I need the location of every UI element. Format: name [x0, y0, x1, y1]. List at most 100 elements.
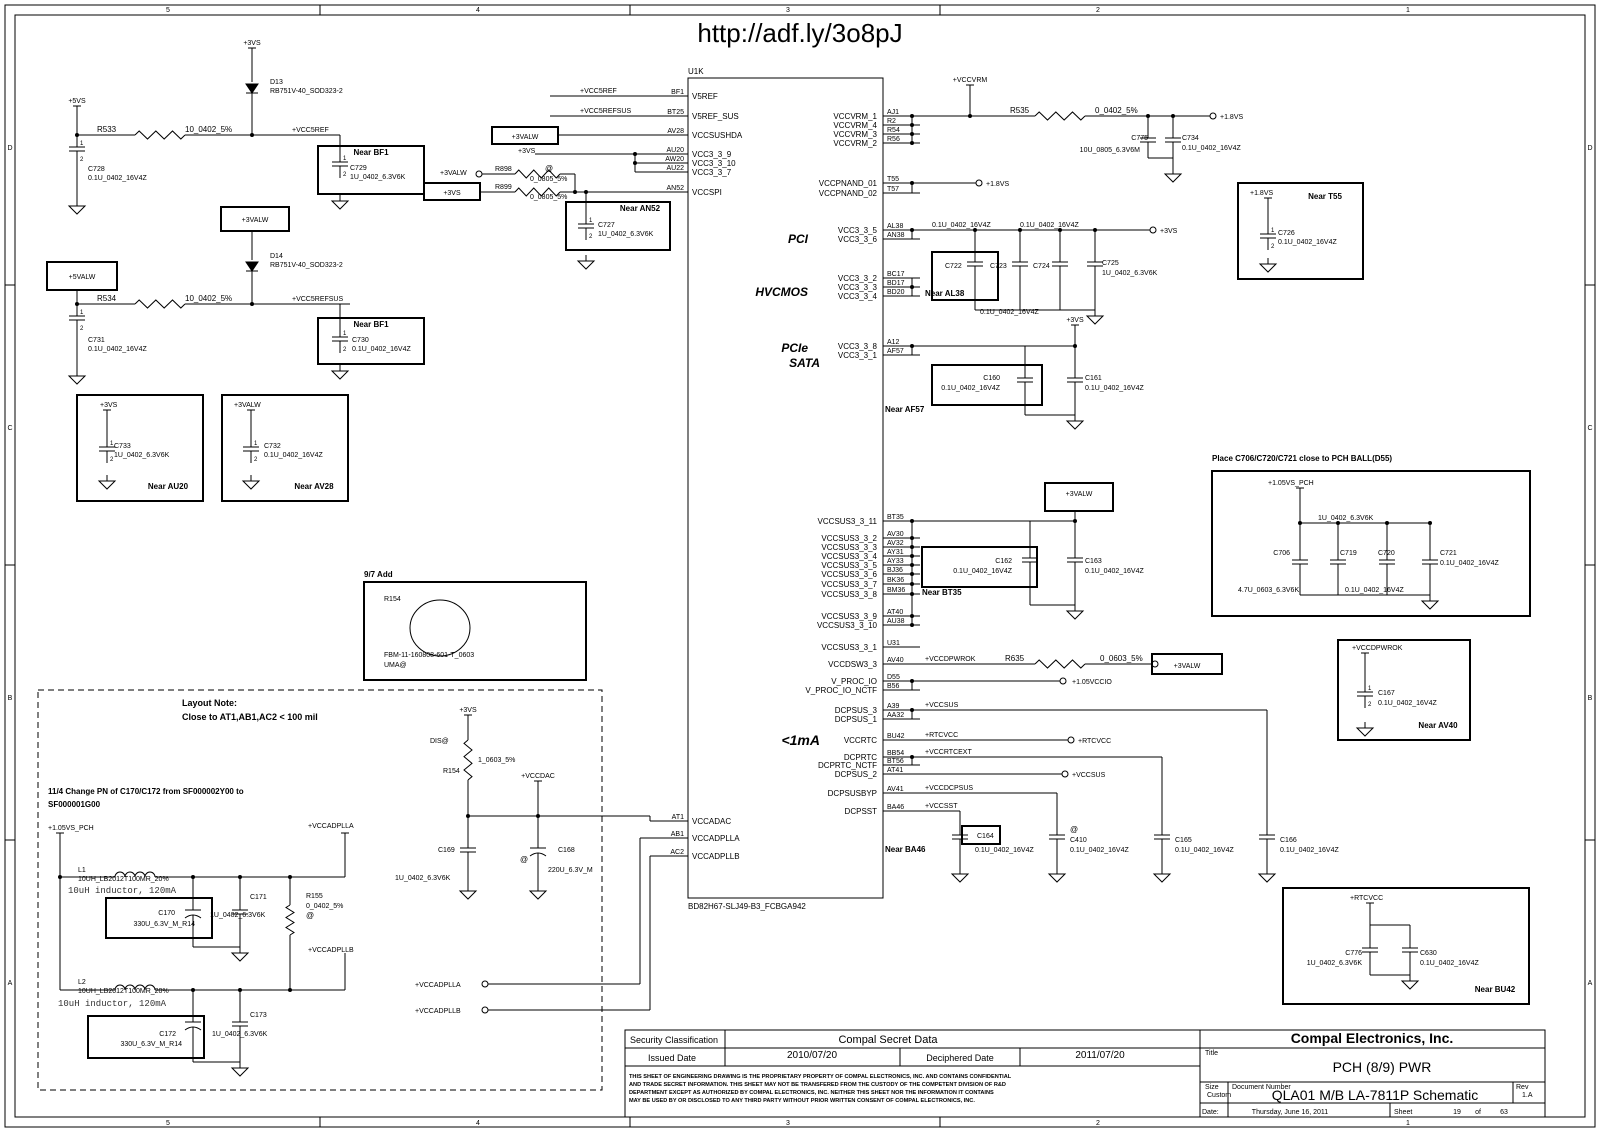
- ground-icon: [1420, 600, 1440, 610]
- date-label: Date:: [1202, 1109, 1219, 1116]
- pin-name: DCPSUS_3: [835, 706, 878, 715]
- near-label: Near BU42: [1475, 985, 1516, 994]
- resistor-icon: [463, 739, 473, 781]
- diode-icon: [245, 261, 259, 272]
- junction-dot: [910, 114, 914, 118]
- pin-name: VCCSUS3_3_11: [818, 517, 878, 526]
- part-value: 330U_6.3V_M_R14: [134, 921, 196, 928]
- pin-name: VCCSUS3_3_5: [821, 561, 877, 570]
- pin-name: VCC3_3_3: [838, 283, 878, 292]
- net-label: +5VS: [68, 98, 86, 105]
- pin-ball: AV40: [887, 657, 904, 664]
- net-label: +1.8VS: [1220, 114, 1243, 121]
- part-value: 0_0805_5%: [530, 176, 567, 183]
- group-label-hvcmos: HVCMOS: [755, 285, 808, 299]
- junction-dot: [1336, 521, 1340, 525]
- layout-note-title: Layout Note:: [182, 698, 237, 708]
- net-label: +1.05VS_PCH: [48, 825, 94, 832]
- part-ref: C165: [1175, 837, 1192, 844]
- border-col-label: 4: [476, 7, 480, 14]
- pin-ball: A12: [887, 339, 900, 346]
- net-label: +VCCADPLLB: [308, 947, 354, 954]
- part-ref: R533: [97, 125, 117, 134]
- part-value: 0.1U_0402_16V4Z: [264, 452, 323, 459]
- near-label: Near BF1: [353, 148, 389, 157]
- part-value: 1U_0402_6.3V6K: [350, 174, 406, 181]
- near-label: Near BT35: [922, 588, 962, 597]
- title-label: Title: [1205, 1050, 1218, 1057]
- near-box-av28: [221, 394, 349, 502]
- junction-dot: [633, 152, 637, 156]
- pin-ball: BJ36: [887, 567, 903, 574]
- part-value: 220U_6.3V_M: [548, 867, 593, 874]
- pin-number: 2: [254, 457, 258, 463]
- part-ref: C726: [1278, 230, 1295, 237]
- near-box-bu42: [1282, 887, 1530, 1005]
- pin-ball: BT35: [887, 514, 904, 521]
- part-value: 1_0603_5%: [478, 757, 515, 764]
- part-ref: C166: [1280, 837, 1297, 844]
- part-value: 0.1U_0402_16V4Z: [980, 309, 1039, 316]
- junction-dot: [910, 679, 914, 683]
- part-ref: C724: [1033, 263, 1050, 270]
- pin-name: VCC3_3_4: [838, 292, 878, 301]
- junction-dot: [910, 592, 914, 596]
- junction-dot: [238, 875, 242, 879]
- pin-name: V5REF_SUS: [692, 112, 739, 121]
- pin-name: DCPSUS_2: [835, 770, 878, 779]
- pin-ball: BD20: [887, 289, 905, 296]
- part-ref: C163: [1085, 558, 1102, 565]
- pin-name: VCCSUS3_3_6: [821, 570, 877, 579]
- border-row-label: D: [7, 145, 12, 152]
- pin-ball: B56: [887, 683, 900, 690]
- part-ref: C171: [250, 894, 267, 901]
- part-ref: R534: [97, 294, 117, 303]
- part-value: 0.1U_0402_16V4Z: [352, 346, 411, 353]
- near-box-av40: [1337, 639, 1471, 741]
- part-ref: C734: [1182, 135, 1199, 142]
- border-row-label: A: [8, 980, 13, 987]
- pin-ball: BC17: [887, 271, 905, 278]
- pin-name: VCCSUS3_3_10: [817, 621, 878, 630]
- pin-ball: BB54: [887, 750, 904, 757]
- part-ref: C173: [250, 1012, 267, 1019]
- net-label: +VCCADPLLA: [308, 823, 354, 830]
- part-ref: C170: [158, 910, 175, 917]
- pin-ball: BT25: [667, 109, 684, 116]
- junction-dot: [910, 708, 914, 712]
- part-ref: C169: [438, 847, 455, 854]
- junction-dot: [910, 572, 914, 576]
- junction-dot: [1146, 114, 1150, 118]
- part-ref: C725: [1102, 260, 1119, 267]
- net-label: +RTCVCC: [1078, 738, 1111, 745]
- part-value: 0.1U_0402_16V4Z: [1085, 568, 1144, 575]
- ground-icon: [67, 375, 87, 385]
- part-value: 0.1U_0402_16V4Z: [975, 847, 1034, 854]
- near-label: Near AN52: [620, 204, 661, 213]
- part-value: 0.1U_0402_16V4Z: [88, 175, 147, 182]
- pin-name: VCC3_3_6: [838, 235, 878, 244]
- group-label-sata: SATA: [789, 356, 820, 370]
- part-value: 1U_0402_6.3V6K: [395, 875, 451, 882]
- connector-icon: [1059, 677, 1067, 685]
- net-label: +RTCVCC: [1350, 895, 1383, 902]
- part-ref: C723: [990, 263, 1007, 270]
- border-row-label: B: [1588, 695, 1593, 702]
- part-value: 0.1U_0402_16V4Z: [88, 346, 147, 353]
- junction-dot: [1385, 521, 1389, 525]
- ground-icon: [1355, 727, 1375, 737]
- size-label: Size: [1205, 1084, 1219, 1091]
- pin-ball: BK36: [887, 577, 904, 584]
- pin-name: VCCVRM_4: [833, 121, 877, 130]
- title-block: [624, 1029, 1546, 1118]
- connector-icon: [475, 170, 483, 178]
- net-label: +VCCDAC: [521, 773, 555, 780]
- junction-dot: [1093, 228, 1097, 232]
- net-label: +1.8VS: [986, 181, 1009, 188]
- pin-number: 2: [80, 326, 84, 332]
- pin-name: VCC3_3_5: [838, 226, 878, 235]
- size-value: Custom: [1207, 1092, 1231, 1099]
- junction-dot: [238, 988, 242, 992]
- part-ref: C160: [983, 375, 1000, 382]
